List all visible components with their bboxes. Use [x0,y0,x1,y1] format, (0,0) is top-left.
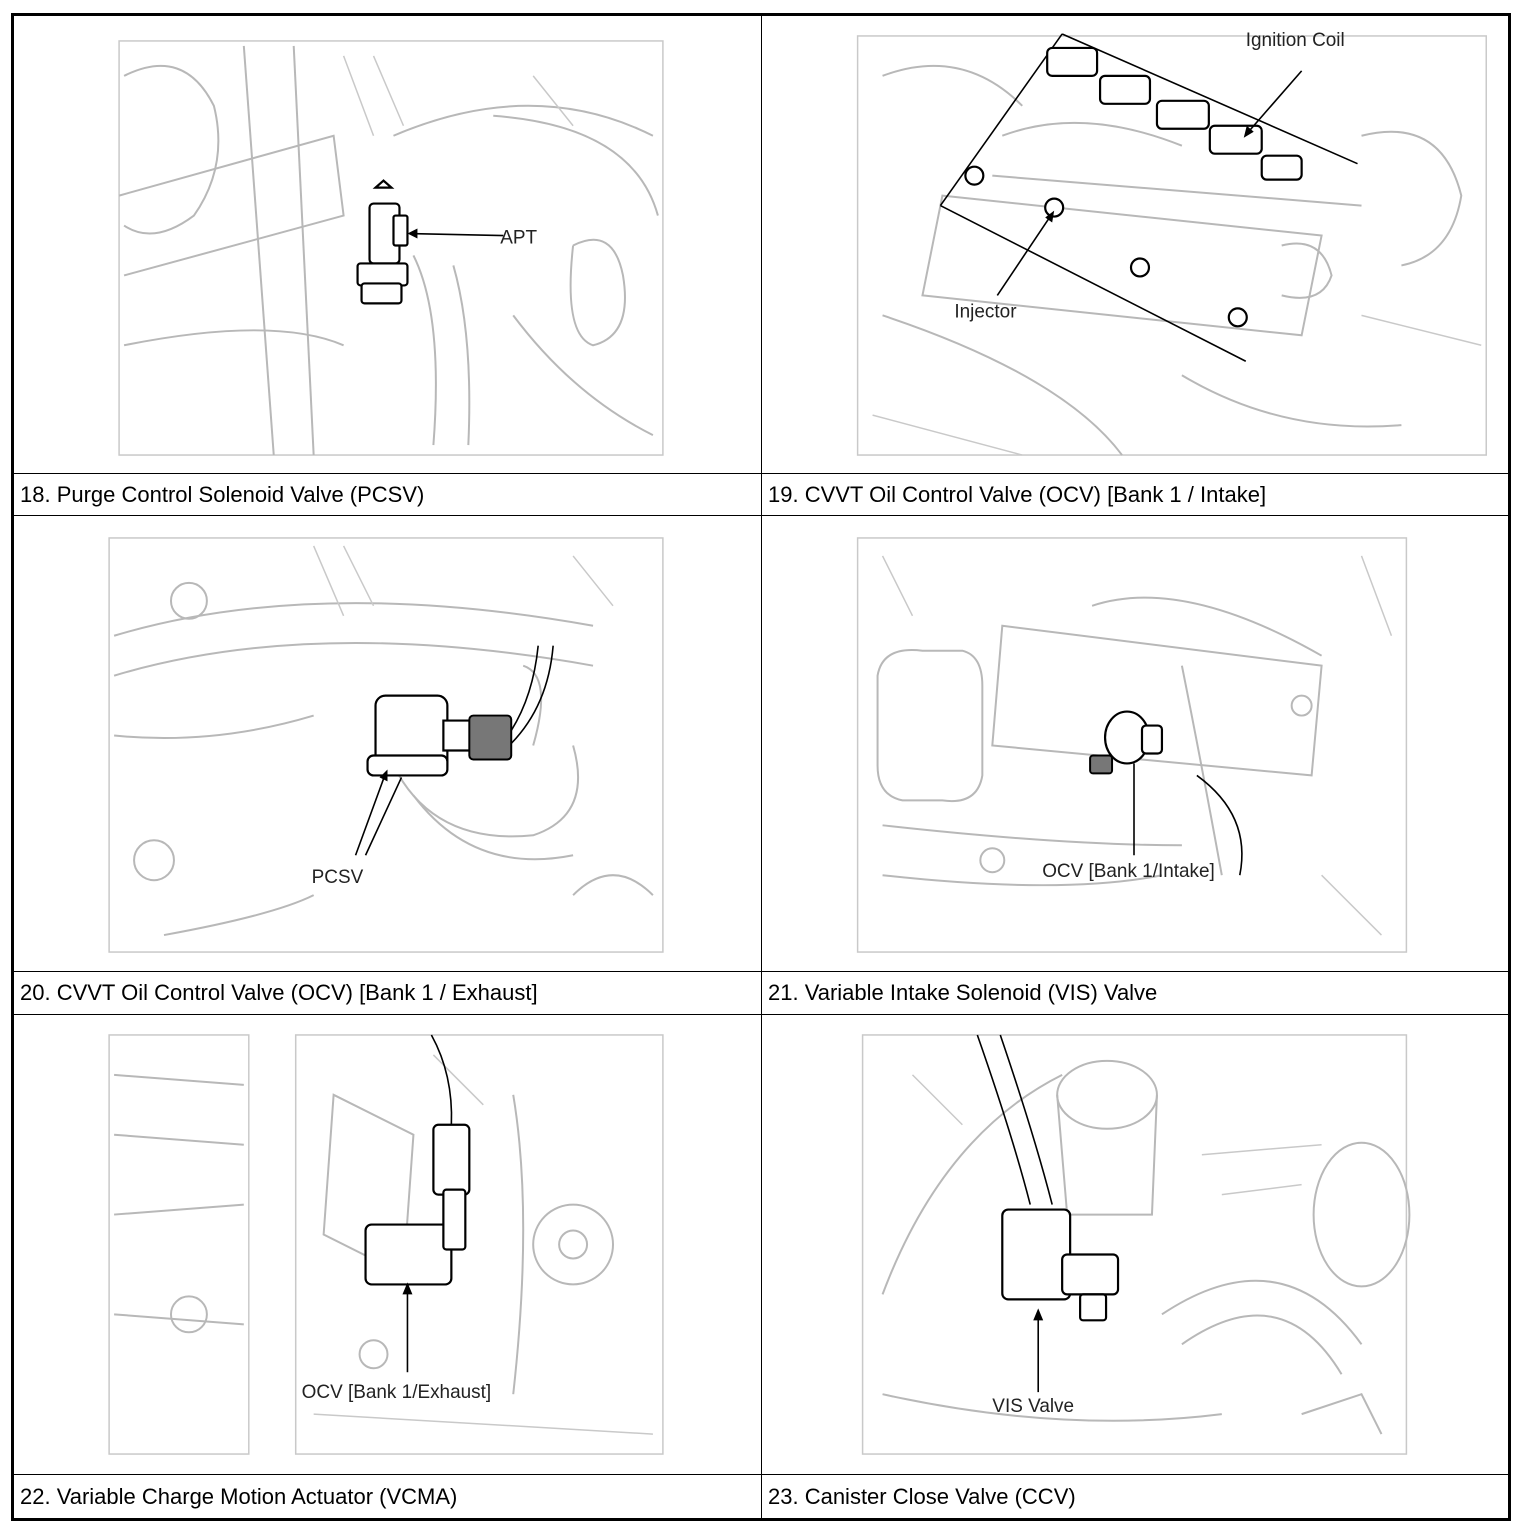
panel-18-drawing: APT [14,16,762,474]
label-ocv-bank1-exhaust: OCV [Bank 1/Exhaust] [302,1382,491,1403]
label-ocv-bank1-intake: OCV [Bank 1/Intake] [1042,861,1215,882]
vis-valve [976,1034,1120,1322]
label-pcsv: PCSV [312,867,364,888]
panel-21-drawing: OCV [Bank 1/Intake] [762,516,1508,972]
panel-18-illustration: APT [118,40,664,456]
label-vis-valve: VIS Valve [992,1396,1074,1417]
panel-21-illustration: OCV [Bank 1/Intake] [856,537,1408,953]
caption-20: 20. CVVT Oil Control Valve (OCV) [Bank 1… [14,972,762,1015]
label-apt: APT [500,228,537,249]
ocv-exhaust-valve [364,1034,471,1286]
panel-19-drawing: Ignition Coil Injector [762,16,1508,474]
panel-22-illustration: OCV [Bank 1/Exhaust] [108,1034,664,1455]
panel-23-drawing: VIS Valve [762,1015,1508,1475]
caption-18: 18. Purge Control Solenoid Valve (PCSV) [14,474,762,516]
panel-23-illustration: VIS Valve [861,1034,1411,1455]
panel-22-drawing: OCV [Bank 1/Exhaust] [14,1015,762,1475]
ignition-coils [1046,46,1303,181]
injectors [964,165,1248,328]
diagram-sheet: APT [11,13,1511,1521]
panel-20-drawing: PCSV [14,516,762,972]
label-ignition-coil: Ignition Coil [1246,30,1345,51]
label-injector: Injector [954,301,1016,322]
panel-grid: APT [14,16,1508,1518]
apt-sensor [356,179,409,305]
caption-21: 21. Variable Intake Solenoid (VIS) Valve [762,972,1508,1015]
ocv-intake-valve [1089,710,1164,775]
caption-22: 22. Variable Charge Motion Actuator (VCM… [14,1475,762,1518]
pcsv-valve [366,645,554,777]
panel-19-illustration: Ignition Coil Injector [856,30,1487,456]
caption-23: 23. Canister Close Valve (CCV) [768,1483,1076,1509]
panel-20-illustration: PCSV [108,537,664,953]
caption-19: 19. CVVT Oil Control Valve (OCV) [Bank 1… [762,474,1508,516]
